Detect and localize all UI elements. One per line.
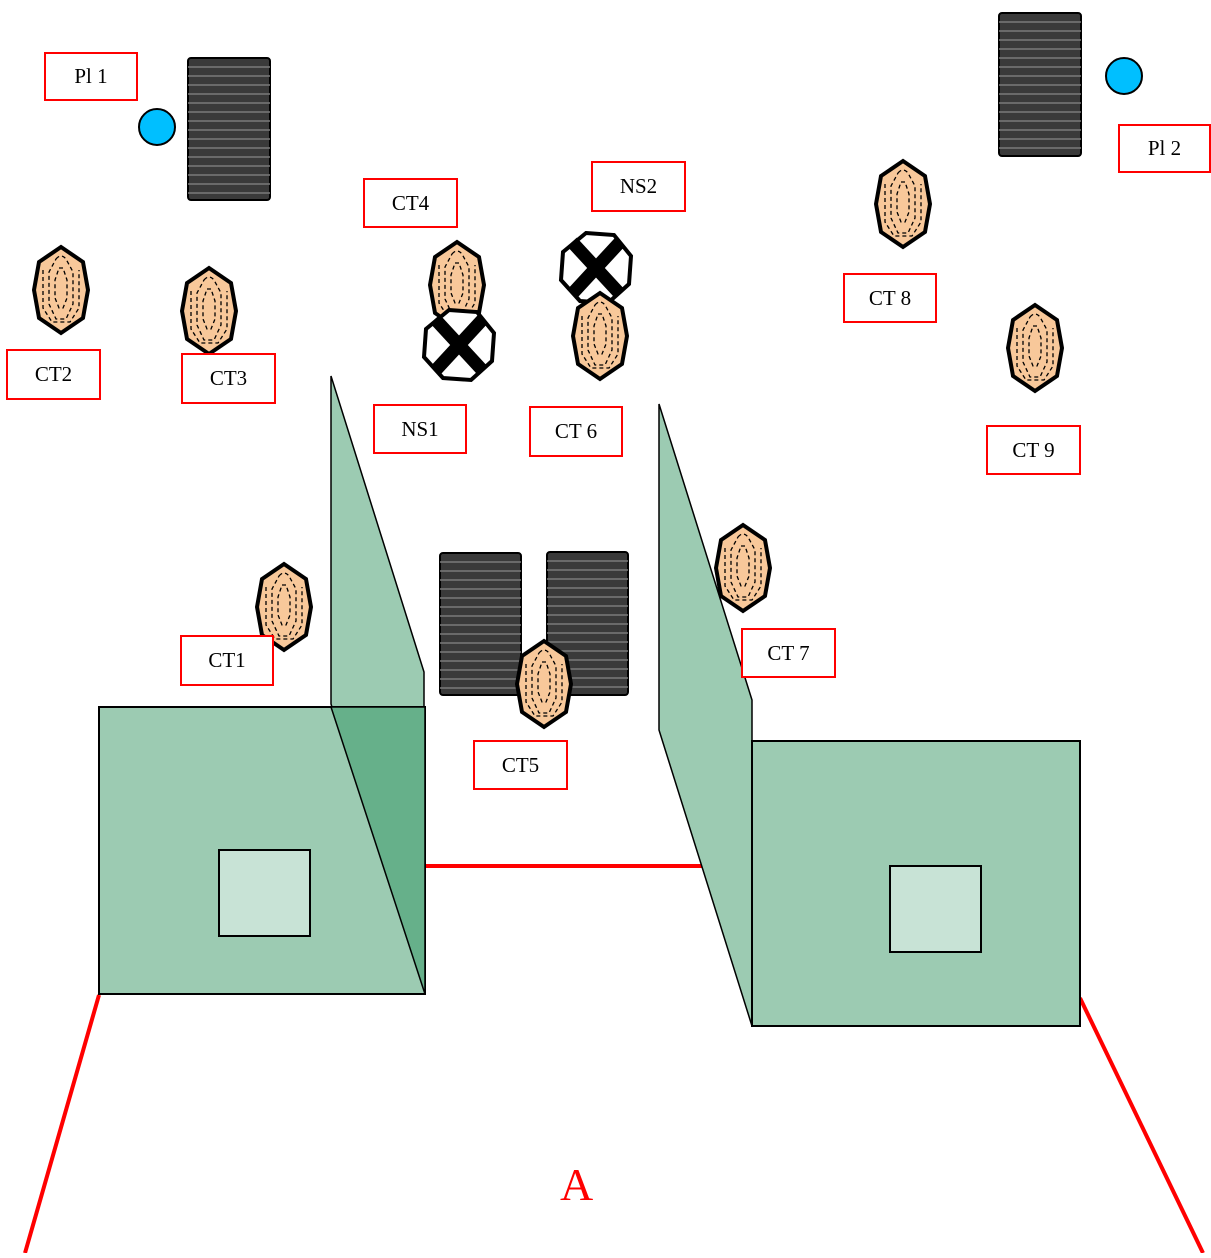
label-ct7: CT 7 [741, 628, 836, 678]
label-ns1: NS1 [373, 404, 467, 454]
target-ct7-icon [714, 523, 772, 613]
label-ct2: CT2 [6, 349, 101, 400]
target-ct8-icon [874, 159, 932, 249]
label-ns2: NS2 [591, 161, 686, 212]
label-ct6: CT 6 [529, 406, 623, 457]
barrel-stack-pl2 [998, 12, 1082, 157]
label-ct8: CT 8 [843, 273, 937, 323]
label-ct9: CT 9 [986, 425, 1081, 475]
left-wall [98, 375, 426, 995]
start-position-icon-pl2 [1105, 57, 1143, 95]
label-ct5: CT5 [473, 740, 568, 790]
barrel-stack-pl1 [187, 57, 271, 201]
label-pl1: Pl 1 [44, 52, 138, 101]
label-ct1: CT1 [180, 635, 274, 686]
right-wall-window [889, 865, 982, 953]
target-ct3-icon [180, 266, 238, 356]
barrel-stack-center-left [439, 552, 522, 696]
no-shoot-ns2-icon [561, 233, 631, 303]
target-ct6-icon [571, 291, 629, 381]
target-ct9-icon [1006, 303, 1064, 393]
area-letter: A [560, 1159, 594, 1210]
target-ct2-icon [32, 245, 90, 335]
no-shoot-ns1-icon [424, 310, 494, 380]
label-ct3: CT3 [181, 353, 276, 404]
label-pl2: Pl 2 [1118, 124, 1211, 173]
target-ct5-icon [515, 639, 573, 729]
start-position-icon-pl1 [138, 108, 176, 146]
label-ct4: CT4 [363, 178, 458, 228]
left-wall-window [218, 849, 311, 937]
right-wall [658, 403, 1081, 1027]
